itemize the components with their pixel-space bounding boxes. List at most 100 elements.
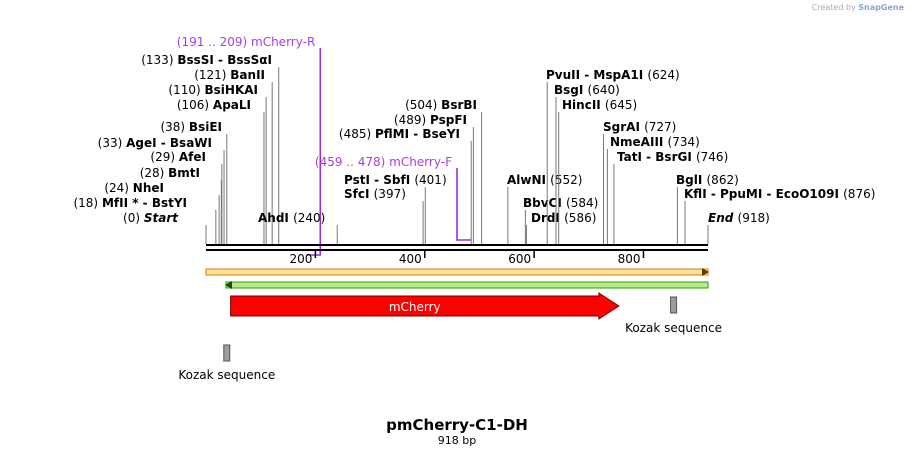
site-label-pvuii-mspa1i-624: PvuII - MspA1I (624) (546, 68, 680, 82)
feature-box-kozak-1 (223, 344, 231, 362)
enzyme-name: NmeAIII (610, 135, 668, 149)
enzyme-name: AfeI (179, 150, 206, 164)
enzyme-name: BsrBI (441, 98, 477, 112)
enzyme-name: BmtI (168, 166, 200, 180)
enzyme-name: AlwNI (507, 173, 550, 187)
enzyme-name: SgrAI (603, 120, 644, 134)
backbone (206, 244, 708, 251)
enzyme-name: BbvCI (523, 196, 566, 210)
site-position: (734) (668, 135, 700, 149)
site-label-hincii-645: HincII (645) (562, 98, 637, 112)
enzyme-name: NheI (133, 181, 164, 195)
map-length: 918 bp (437, 434, 477, 447)
site-position: (624) (647, 68, 679, 82)
site-label-bbvci-584: BbvCI (584) (523, 196, 598, 210)
site-position: (38) (160, 120, 188, 134)
enzyme-name: SfcI (344, 187, 374, 201)
site-position: (106) (177, 98, 213, 112)
restriction-sites: (0) Start(18) MfII * - BstYI(24) NheI(28… (73, 53, 875, 244)
site-position: (727) (644, 120, 676, 134)
enzyme-name: BsiEI (189, 120, 222, 134)
enzyme-name: PflMI - BseYI (375, 127, 460, 141)
enzyme-name: AhdI (258, 211, 293, 225)
site-label-tati-bsrgi-746: TatI - BsrGI (746) (617, 150, 728, 164)
primer-line-mcherry-r (306, 48, 322, 256)
ruler-tick-label-200: 200 (289, 252, 312, 266)
site-position: (504) (405, 98, 441, 112)
enzyme-name: AgeI - BsaWI (126, 136, 212, 150)
primer-line-mcherry-f (456, 168, 472, 241)
site-label-ahdi-240: AhdI (240) (258, 211, 325, 225)
site-position: (29) (150, 150, 178, 164)
enzyme-name: ApaLI (213, 98, 251, 112)
enzyme-name: KflI - PpuMI - EcoO109I (684, 187, 843, 201)
site-label-bsssi-bsss-i-133: (133) BssSI - BssSαI (141, 53, 272, 67)
site-position: (28) (140, 166, 168, 180)
site-label-nhei-24: (24) NheI (104, 181, 164, 195)
enzyme-name: PstI - SbfI (344, 173, 414, 187)
site-label-bgli-862: BglI (862) (676, 173, 739, 187)
site-position: (133) (141, 53, 177, 67)
site-label-agei-bsawi-33: (33) AgeI - BsaWI (98, 136, 212, 150)
enzyme-name: HincII (562, 98, 605, 112)
site-position: (121) (194, 68, 230, 82)
site-label-mfii-bstyi-18: (18) MfII * - BstYI (73, 196, 187, 210)
enzyme-name: End (708, 211, 738, 225)
site-label-afei-29: (29) AfeI (150, 150, 206, 164)
site-position: (552) (550, 173, 582, 187)
reverse-strand-arrowhead (225, 281, 232, 289)
feature-arrow-mcherry (230, 292, 620, 320)
site-label-pflmi-bseyi-485: (485) PflMI - BseYI (339, 127, 460, 141)
enzyme-name: PspFI (430, 113, 467, 127)
ruler-tick-label-600: 600 (508, 252, 531, 266)
site-position: (586) (564, 211, 596, 225)
site-position: (240) (293, 211, 325, 225)
site-position: (918) (738, 211, 770, 225)
site-position: (18) (73, 196, 101, 210)
site-position: (0) (123, 211, 144, 225)
site-label-bsrbi-504: (504) BsrBI (405, 98, 477, 112)
enzyme-name: Start (144, 211, 179, 225)
site-label-end-918: End (918) (708, 211, 770, 225)
site-label-bsgi-640: BsgI (640) (554, 83, 620, 97)
enzyme-name: MfII * - BstYI (102, 196, 187, 210)
site-position: (489) (394, 113, 430, 127)
map-title: pmCherry-C1-DH (386, 416, 528, 434)
enzyme-name: BsgI (554, 83, 588, 97)
reverse-strand-bar (225, 281, 709, 289)
site-position: (584) (566, 196, 598, 210)
site-position: (110) (168, 83, 204, 97)
site-label-sgrai-727: SgrAI (727) (603, 120, 676, 134)
enzyme-name: BssSI - BssSαI (177, 53, 272, 67)
site-label-kfli-ppumi-ecoo109i-876: KflI - PpuMI - EcoO109I (876) (684, 187, 875, 201)
enzyme-name: BglI (676, 173, 707, 187)
feature-label-kozak-1: Kozak sequence (178, 368, 275, 382)
ruler-tick-label-800: 800 (618, 252, 641, 266)
forward-strand-arrowhead (702, 268, 709, 276)
site-label-bmti-28: (28) BmtI (140, 166, 200, 180)
enzyme-name: PvuII - MspA1I (546, 68, 647, 82)
site-position: (485) (339, 127, 375, 141)
site-position: (746) (696, 150, 728, 164)
enzyme-name: TatI - BsrGI (617, 150, 696, 164)
site-label-start-0: (0) Start (123, 211, 179, 225)
feature-label-mcherry: mCherry (389, 300, 441, 314)
site-label-bsihkai-110: (110) BsiHKAI (168, 83, 258, 97)
site-label-sfci-397: SfcI (397) (344, 187, 406, 201)
site-label-psti-sbfi-401: PstI - SbfI (401) (344, 173, 447, 187)
site-position: (33) (98, 136, 126, 150)
site-position: (24) (104, 181, 132, 195)
site-label-nmeaiii-734: NmeAIII (734) (610, 135, 700, 149)
enzyme-name: BanII (230, 68, 265, 82)
site-label-bsiei-38: (38) BsiEI (160, 120, 222, 134)
primer-label-mcherry-f: (459 .. 478) mCherry-F (315, 155, 452, 169)
site-position: (862) (707, 173, 739, 187)
enzyme-name: BsiHKAI (205, 83, 259, 97)
site-label-alwni-552: AlwNI (552) (507, 173, 582, 187)
site-label-drdi-586: DrdI (586) (531, 211, 596, 225)
site-position: (401) (414, 173, 446, 187)
site-position: (645) (605, 98, 637, 112)
